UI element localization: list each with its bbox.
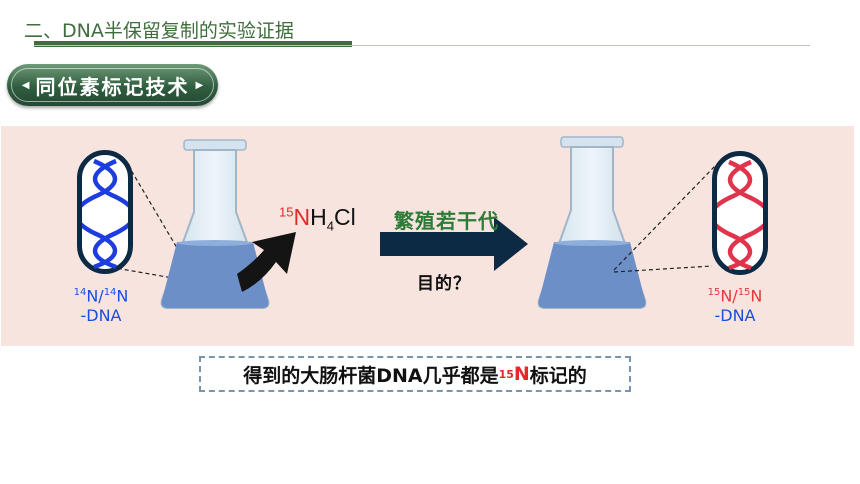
guide-line xyxy=(613,164,717,271)
bacterium-cell-15n xyxy=(708,151,772,275)
title-rule xyxy=(34,45,810,46)
page-title: 二、DNA半保留复制的实验证据 xyxy=(24,20,294,42)
dna-helix-icon xyxy=(708,159,772,271)
curved-arrow-icon xyxy=(237,232,296,292)
guide-line xyxy=(613,265,713,273)
section-tag-label: 同位素标记技术 xyxy=(35,74,190,99)
label-14n-dna: 14N/14N -DNA xyxy=(73,286,129,326)
bacterium-cell-14n xyxy=(73,150,137,274)
right-arrow-icon: ▶ xyxy=(195,79,204,91)
section-tag: ◀ 同位素标记技术 ▶ xyxy=(7,64,218,106)
title-underline xyxy=(34,41,352,47)
reagent-formula: 15NNHH4Cl xyxy=(279,204,356,234)
flask-icon xyxy=(160,139,270,309)
process-arrow-icon xyxy=(380,217,528,271)
label-15n-dna: 15N/15N -DNA xyxy=(707,286,763,326)
dna-helix-icon xyxy=(73,158,137,270)
guide-line xyxy=(127,164,197,281)
purpose-question: 目的？ xyxy=(417,274,471,294)
left-arrow-icon: ◀ xyxy=(21,79,30,91)
flask-icon xyxy=(537,136,647,309)
process-label: 繁殖若干代 xyxy=(394,209,499,233)
